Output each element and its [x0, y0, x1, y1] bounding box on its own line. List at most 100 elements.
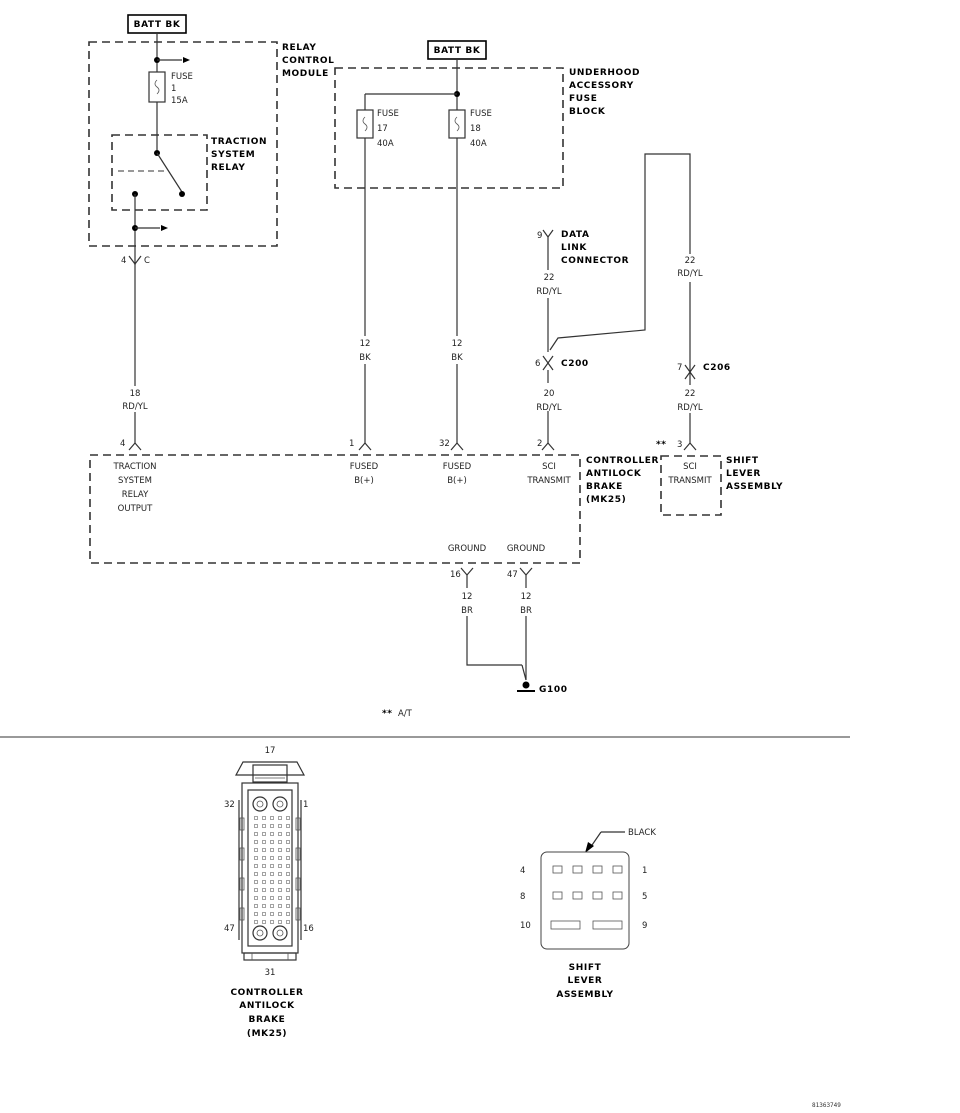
connector-pin-cavity	[270, 872, 274, 876]
svg-text:BRAKE: BRAKE	[249, 1015, 286, 1025]
svg-text:40A: 40A	[470, 139, 487, 149]
svg-text:9: 9	[642, 921, 647, 931]
connector-pin-cavity	[262, 832, 266, 836]
svg-text:12: 12	[452, 339, 463, 349]
svg-text:ANTILOCK: ANTILOCK	[586, 469, 642, 479]
svg-text:TRACTION: TRACTION	[211, 137, 267, 147]
svg-text:12: 12	[521, 592, 532, 602]
connector-pin-cavity	[262, 896, 266, 900]
svg-text:SCI: SCI	[542, 462, 556, 472]
svg-text:C206: C206	[703, 363, 731, 373]
controller-pin-1: 1 FUSED B(+)	[349, 439, 379, 486]
svg-text:RELAY: RELAY	[122, 490, 149, 500]
svg-text:1: 1	[303, 800, 308, 810]
connector-pin-cavity	[278, 848, 282, 852]
batt-label-right: BATT BK	[427, 40, 487, 60]
svg-text:40A: 40A	[377, 139, 394, 149]
svg-text:TRANSMIT: TRANSMIT	[526, 476, 571, 486]
connector-pin-cavity	[270, 864, 274, 868]
connector-pin-cavity	[278, 856, 282, 860]
shift-lever-assembly-box	[660, 455, 722, 516]
connector-pin-cavity	[286, 912, 290, 916]
connector-pin-cavity	[254, 904, 258, 908]
connector-pin-cavity	[286, 872, 290, 876]
svg-text:9: 9	[537, 231, 542, 241]
svg-text:BATT BK: BATT BK	[134, 20, 181, 30]
relay-control-module-title: RELAY CONTROL MODULE	[282, 43, 334, 79]
connector-pin-cavity	[278, 904, 282, 908]
svg-text:7: 7	[677, 363, 682, 373]
svg-text:CONNECTOR: CONNECTOR	[561, 256, 629, 266]
svg-text:C200: C200	[561, 359, 589, 369]
data-link-connector: 9 DATA LINK CONNECTOR	[537, 229, 629, 266]
svg-text:17: 17	[377, 124, 388, 134]
connector-pin-cavity	[278, 864, 282, 868]
svg-text:15A: 15A	[171, 96, 188, 106]
svg-text:17: 17	[265, 746, 276, 756]
svg-text:ANTILOCK: ANTILOCK	[239, 1001, 295, 1011]
svg-text:47: 47	[224, 924, 235, 934]
connector-pin-cavity	[254, 896, 258, 900]
traction-relay-box	[111, 134, 208, 211]
svg-text:16: 16	[303, 924, 314, 934]
connector-pin-cavity	[254, 864, 258, 868]
svg-text:FUSE: FUSE	[569, 94, 598, 104]
connector-pin-cavity	[278, 912, 282, 916]
connector-pin-cavity	[278, 824, 282, 828]
connector-pin-cavity	[254, 816, 258, 820]
svg-text:22: 22	[544, 273, 555, 283]
svg-text:FUSE: FUSE	[470, 109, 492, 119]
svg-text:LEVER: LEVER	[726, 469, 761, 479]
svg-text:RD/YL: RD/YL	[677, 403, 703, 413]
svg-text:B(+): B(+)	[447, 476, 467, 486]
connector-pin-cavity	[270, 824, 274, 828]
svg-text:ASSEMBLY: ASSEMBLY	[726, 482, 783, 492]
svg-text:C: C	[144, 256, 150, 266]
wire-22-rdyl-dlc: 22 RD/YL	[530, 270, 568, 298]
connector-pin-cavity	[254, 912, 258, 916]
fuse-17: FUSE 17 40A	[356, 109, 399, 149]
shift-lever-connector-face: BLACK 4 1 8 5 10 9	[520, 828, 656, 950]
svg-text:CONTROLLER: CONTROLLER	[586, 456, 659, 466]
underhood-fuse-block-box	[334, 67, 564, 189]
connector-pin-cavity	[262, 912, 266, 916]
ground-g100: G100	[517, 681, 568, 695]
svg-text:4: 4	[520, 866, 525, 876]
svg-text:6: 6	[535, 359, 540, 369]
connector-pin-cavity	[286, 896, 290, 900]
connector-pin-cavity	[278, 832, 282, 836]
svg-text:22: 22	[685, 256, 696, 266]
svg-text:16: 16	[450, 570, 461, 580]
svg-text:FUSE: FUSE	[377, 109, 399, 119]
connector-pin-cavity	[262, 840, 266, 844]
svg-text:(MK25): (MK25)	[247, 1029, 287, 1039]
svg-text:RD/YL: RD/YL	[677, 269, 703, 279]
svg-text:ASSEMBLY: ASSEMBLY	[556, 990, 613, 1000]
controller-pin-2: 2 SCI TRANSMIT	[526, 439, 571, 486]
batt-label-left: BATT BK	[127, 14, 187, 34]
connector-pin-cavity	[278, 816, 282, 820]
connector-pin-cavity	[254, 872, 258, 876]
svg-text:GROUND: GROUND	[448, 544, 487, 554]
connector-pin-cavity	[270, 912, 274, 916]
traction-relay-title: TRACTION SYSTEM RELAY	[211, 137, 267, 173]
connector-pin-cavity	[270, 816, 274, 820]
svg-text:SHIFT: SHIFT	[726, 456, 759, 466]
wire-12-br-a: 12 BR	[452, 588, 482, 616]
svg-text:G100: G100	[539, 685, 568, 695]
connector-pin-cavity	[286, 848, 290, 852]
svg-text:20: 20	[544, 389, 555, 399]
c200-connector: 6 C200	[535, 355, 589, 371]
connector-pin-cavity	[270, 840, 274, 844]
svg-text:BK: BK	[451, 353, 463, 363]
connector-pin-cavity	[262, 824, 266, 828]
connector-pin-cavity	[254, 856, 258, 860]
connector-pin-cavity	[278, 888, 282, 892]
connector-pin-cavity	[286, 840, 290, 844]
svg-text:GROUND: GROUND	[507, 544, 546, 554]
svg-text:18: 18	[130, 389, 141, 399]
shift-lever-assembly-title: SHIFT LEVER ASSEMBLY	[726, 456, 783, 492]
connector-pin-cavity	[270, 880, 274, 884]
connector-pin-cavity	[254, 848, 258, 852]
svg-text:SYSTEM: SYSTEM	[211, 150, 255, 160]
